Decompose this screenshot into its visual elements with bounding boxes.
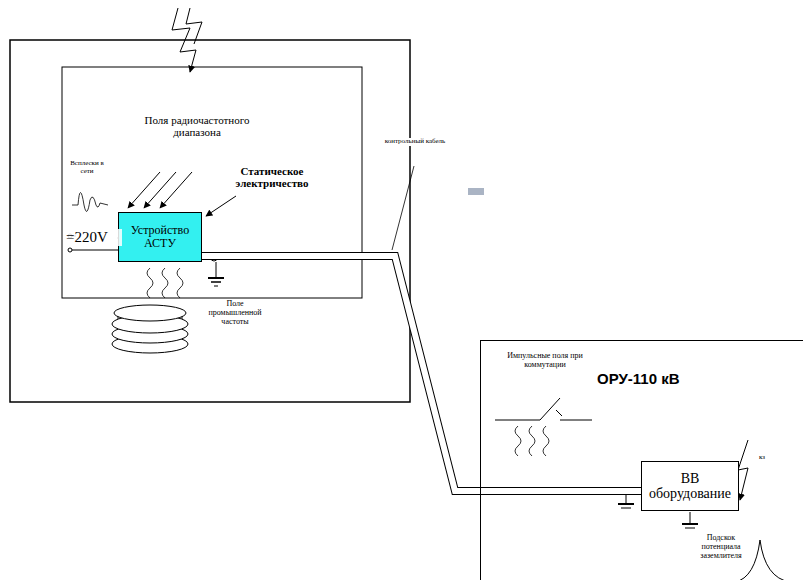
ground-symbol [208, 277, 224, 279]
annotation-label: Поле промышленной частоты [200, 300, 270, 326]
switch-symbol [495, 398, 592, 420]
ground-symbol [214, 286, 218, 287]
lightning-symbol [186, 8, 202, 44]
lightning-symbol [738, 440, 748, 500]
supply-wire [72, 250, 118, 251]
grey-mark [468, 188, 484, 195]
annotation-label: Импульсные поля при коммутации [500, 352, 590, 370]
box-label: ВВ оборудование [647, 471, 733, 502]
room-outline [62, 67, 362, 298]
lightning-symbol [172, 8, 196, 72]
ground-symbol [618, 494, 634, 508]
annotation-label: Всплески в сети [70, 160, 104, 175]
leader-line [392, 166, 414, 250]
ground-symbol [216, 262, 217, 278]
field-waves [147, 268, 183, 298]
building-outline [10, 40, 410, 402]
coil-symbol [112, 305, 188, 353]
field-arrow [160, 172, 192, 208]
control-cable [202, 256, 641, 491]
cable-label: контрольный кабель [384, 138, 446, 146]
annotation-label: Статическое электричество [226, 165, 318, 189]
static-arrow [206, 196, 236, 216]
annotation-label: кз [752, 454, 772, 462]
box-label: Устройство АСТУ [124, 224, 196, 250]
equipment-box: Устройство АСТУ [118, 212, 202, 262]
cable-core [202, 256, 641, 491]
region-title: ОРУ-110 кВ [597, 371, 680, 388]
field-arrow [144, 172, 176, 208]
annotation-label: =220V [66, 229, 122, 246]
field-arrow [128, 172, 160, 208]
ground-symbol [211, 281, 221, 283]
terminal [68, 248, 72, 252]
annotation-label: Поля радиочастотного диапазона [142, 114, 252, 138]
field-waves [515, 426, 549, 456]
annotation-label: Подскок потенциала заземлителя [690, 534, 752, 560]
surge-waveform [72, 193, 108, 212]
cable-sheath [202, 256, 641, 491]
equipment-box: ВВ оборудование [641, 461, 739, 511]
ground-symbol [682, 512, 698, 528]
